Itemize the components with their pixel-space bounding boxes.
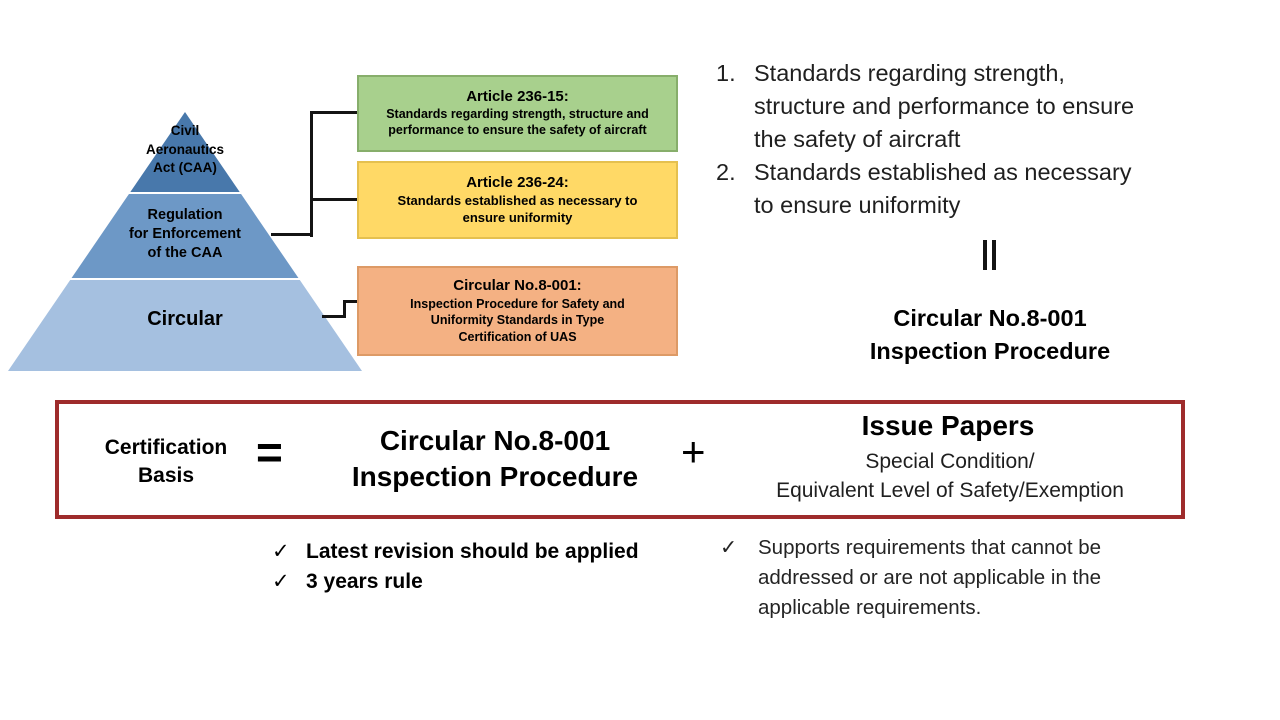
article-236-15-box: Article 236-15: Standards regarding stre… bbox=[357, 75, 678, 152]
list-item: 2. Standards established as necessary to… bbox=[716, 156, 1216, 222]
pyramid-label-caa: Civil Aeronautics Act (CAA) bbox=[145, 123, 225, 176]
list-item: 1. Standards regarding strength, structu… bbox=[716, 57, 1216, 156]
checkmark-icon: ✓ bbox=[720, 536, 738, 559]
formula-left-term: Certification Basis bbox=[104, 436, 228, 487]
article-236-15-title: Article 236-15: bbox=[466, 88, 569, 106]
issue-papers-title: Issue Papers bbox=[861, 410, 1035, 441]
list-item-text: Standards regarding strength, structure … bbox=[754, 60, 1135, 152]
formula-middle-term: Circular No.8-001 Inspection Procedure bbox=[351, 425, 639, 493]
checklist-item-text: 3 years rule bbox=[306, 570, 423, 593]
issue-papers-note: ✓ Supports requirements that cannot be a… bbox=[720, 533, 1155, 623]
connector-to-green-box bbox=[310, 111, 358, 114]
connector-from-pyramid bbox=[271, 233, 313, 236]
checklist-item: ✓ Supports requirements that cannot be a… bbox=[720, 533, 1155, 623]
equals-rotated-icon bbox=[982, 240, 997, 270]
list-item-number: 1. bbox=[716, 60, 736, 86]
issue-papers-subtitle: Special Condition/ Equivalent Level of S… bbox=[776, 450, 1124, 502]
pyramid-label-regulation: Regulation for Enforcement of the CAA bbox=[129, 207, 241, 262]
checkmark-icon: ✓ bbox=[272, 570, 290, 593]
tier-divider bbox=[8, 192, 362, 194]
circular-8-001-box: Circular No.8-001: Inspection Procedure … bbox=[357, 266, 678, 356]
connector-to-yellow-box bbox=[310, 198, 358, 201]
rules-checklist: ✓ Latest revision should be applied ✓ 3 … bbox=[272, 537, 639, 597]
list-item-text: Standards established as necessary to en… bbox=[754, 158, 1132, 218]
checkmark-icon: ✓ bbox=[272, 540, 290, 563]
plus-sign: + bbox=[681, 428, 706, 475]
article-236-24-body: Standards established as necessary to en… bbox=[397, 193, 638, 225]
checklist-item-text: Supports requirements that cannot be add… bbox=[758, 536, 1102, 619]
certification-basis-box bbox=[55, 400, 1185, 519]
connector-trunk-line bbox=[310, 111, 313, 237]
tier-divider bbox=[8, 278, 362, 280]
article-236-15-body: Standards regarding strength, structure … bbox=[386, 107, 649, 137]
circular-8-001-title: Circular No.8-001: bbox=[453, 277, 582, 295]
pyramid-labels: Civil Aeronautics Act (CAA) Regulation f… bbox=[8, 112, 362, 371]
connector-circular-step-lower bbox=[322, 315, 346, 318]
pyramid-label-circular: Circular bbox=[147, 308, 223, 330]
connector-to-orange-box bbox=[343, 300, 360, 303]
summary-result-title: Circular No.8-001 Inspection Procedure bbox=[869, 305, 1111, 364]
circular-8-001-body: Inspection Procedure for Safety and Unif… bbox=[410, 297, 625, 344]
checklist-item-text: Latest revision should be applied bbox=[306, 540, 639, 563]
article-236-24-box: Article 236-24: Standards established as… bbox=[357, 161, 678, 239]
checklist-item: ✓ Latest revision should be applied bbox=[272, 537, 639, 567]
equals-sign: = bbox=[256, 426, 283, 478]
connector-circular-step-vertical bbox=[343, 300, 346, 318]
article-236-24-title: Article 236-24: bbox=[466, 174, 569, 192]
checklist-item: ✓ 3 years rule bbox=[272, 567, 639, 597]
standards-summary-list: 1. Standards regarding strength, structu… bbox=[716, 57, 1216, 221]
pyramid-tier-circular bbox=[8, 280, 362, 371]
list-item-number: 2. bbox=[716, 158, 736, 185]
